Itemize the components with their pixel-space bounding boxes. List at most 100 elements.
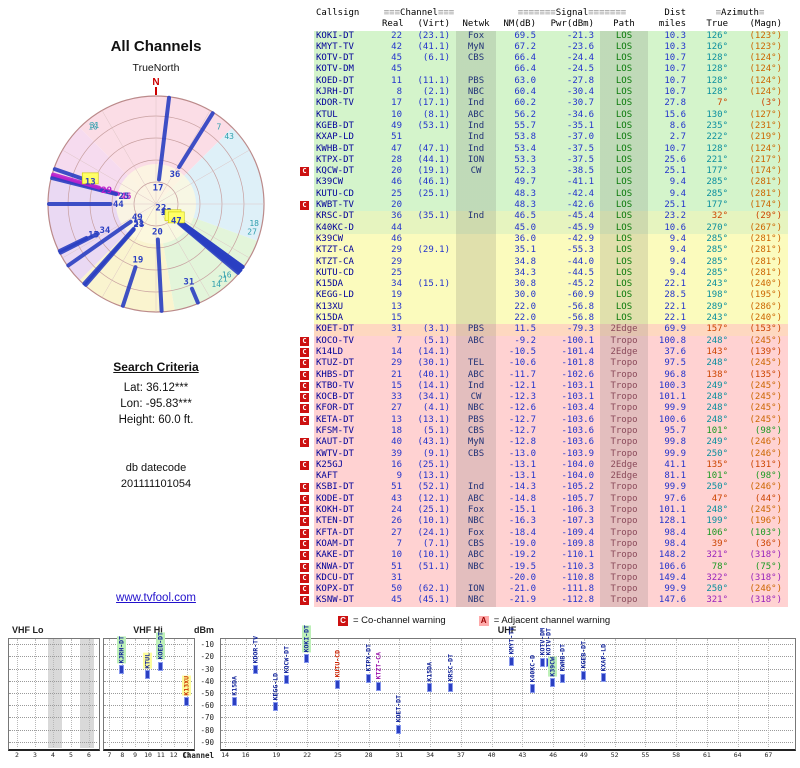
cell-pwr-dbm: -107.3	[542, 516, 600, 528]
channel-tick-label: 40	[487, 751, 496, 759]
cell-distance: 10.6	[648, 222, 692, 235]
cell-distance: 8.6	[648, 120, 692, 133]
cell-nm-db: 53.3	[496, 154, 542, 167]
cell-azimuth-magnetic: (124°)	[734, 87, 788, 99]
cell-virtual-channel: (14.1)	[408, 380, 456, 393]
cell-real-channel: 44	[382, 222, 408, 235]
cell-callsign: K25GJ	[314, 459, 382, 472]
cell-pwr-dbm: -37.5	[542, 143, 600, 155]
co-channel-warning-badge: C	[300, 573, 309, 583]
warning-cell: C	[300, 381, 314, 392]
search-height: Height: 60.0 ft.	[118, 414, 194, 426]
co-channel-warning-badge: C	[300, 370, 309, 380]
warning-cell	[300, 53, 314, 64]
cell-callsign: KOED-DT	[314, 75, 382, 88]
cell-nm-db: 60.4	[496, 87, 542, 99]
cell-path: Tropo	[600, 358, 648, 370]
table-group-header-row: Callsign ≡≡≡Channel≡≡≡ ≡≡≡≡≡≡≡Signal≡≡≡≡…	[300, 8, 792, 19]
cell-callsign: KJRH-DT	[314, 87, 382, 99]
cell-azimuth-true: 101°	[692, 471, 734, 483]
cell-virtual-channel: (10.1)	[408, 550, 456, 562]
channel-tick-label: 16	[241, 751, 250, 759]
cell-real-channel: 22	[382, 30, 408, 42]
cell-callsign: K39CW	[314, 233, 382, 246]
cell-distance: 23.2	[648, 211, 692, 223]
radar-signal-bar	[50, 176, 119, 197]
cell-callsign: K40KC-D	[314, 222, 382, 235]
warning-cell	[300, 98, 314, 109]
v-gridline	[53, 639, 54, 747]
cell-network: Fox	[456, 505, 496, 517]
cell-azimuth-true: 177°	[692, 166, 734, 178]
cell-network	[456, 459, 496, 472]
cell-path: 2Edge	[600, 459, 648, 472]
cell-nm-db: 66.4	[496, 53, 542, 65]
cell-azimuth-magnetic: (98°)	[734, 471, 788, 483]
cell-virtual-channel: (44.1)	[408, 154, 456, 167]
cell-callsign: KRSC-DT	[314, 211, 382, 223]
cell-pwr-dbm: -106.3	[542, 505, 600, 517]
cell-network	[456, 301, 496, 314]
cell-virtual-channel: (34.1)	[408, 392, 456, 404]
cell-nm-db: -20.0	[496, 572, 542, 585]
v-gridline	[583, 639, 585, 747]
cell-nm-db: -13.1	[496, 459, 542, 472]
radar-rim-label: 14	[211, 280, 221, 289]
warning-cell	[300, 189, 314, 200]
h-gridline	[221, 729, 793, 731]
cell-azimuth-true: 222°	[692, 132, 734, 144]
cell-distance: 95.7	[648, 425, 692, 438]
station-label: KTUL	[143, 652, 152, 669]
cell-azimuth-magnetic: (318°)	[734, 595, 788, 607]
cell-network: ABC	[456, 109, 496, 122]
station-bar	[509, 656, 515, 666]
cell-path: LOS	[600, 233, 648, 246]
cell-azimuth-magnetic: (153°)	[734, 324, 788, 336]
cell-virtual-channel: (51.1)	[408, 561, 456, 573]
cell-nm-db: 22.0	[496, 301, 542, 314]
cell-azimuth-true: 285°	[692, 177, 734, 189]
cell-path: LOS	[600, 313, 648, 325]
cell-virtual-channel: (25.1)	[408, 188, 456, 201]
tvfool-link[interactable]: www.tvfool.com	[116, 592, 196, 604]
search-criteria-heading: Search Criteria	[113, 360, 199, 374]
cell-distance: 10.7	[648, 64, 692, 76]
cell-azimuth-magnetic: (245°)	[734, 335, 788, 348]
cell-pwr-dbm: -103.6	[542, 425, 600, 438]
cell-callsign: KMYT-TV	[314, 41, 382, 54]
cell-path: LOS	[600, 166, 648, 178]
v-gridline	[676, 639, 678, 747]
cell-path: Tropo	[600, 493, 648, 506]
cell-azimuth-true: 47°	[692, 493, 734, 506]
cell-distance: 10.7	[648, 143, 692, 155]
dbm-tick-label: -80	[200, 725, 214, 735]
warning-cell	[300, 42, 314, 53]
band-label: VHF Hi	[133, 625, 163, 635]
cell-distance: 10.7	[648, 53, 692, 65]
cell-network: ABC	[456, 550, 496, 562]
co-channel-warning-badge: C	[300, 528, 309, 538]
cell-azimuth-magnetic: (231°)	[734, 120, 788, 133]
cell-pwr-dbm: -24.5	[542, 64, 600, 76]
cell-network: NBC	[456, 87, 496, 99]
cell-distance: 100.8	[648, 335, 692, 348]
warning-cell	[300, 87, 314, 98]
dbm-tick-label: -30	[200, 664, 214, 674]
warning-cell	[300, 76, 314, 87]
cell-azimuth-magnetic: (123°)	[734, 30, 788, 42]
channel-tick-label: 67	[764, 751, 773, 759]
header-warn-spacer	[300, 8, 314, 19]
cell-virtual-channel: (47.1)	[408, 143, 456, 155]
radar-channel-label: 51	[134, 219, 145, 229]
